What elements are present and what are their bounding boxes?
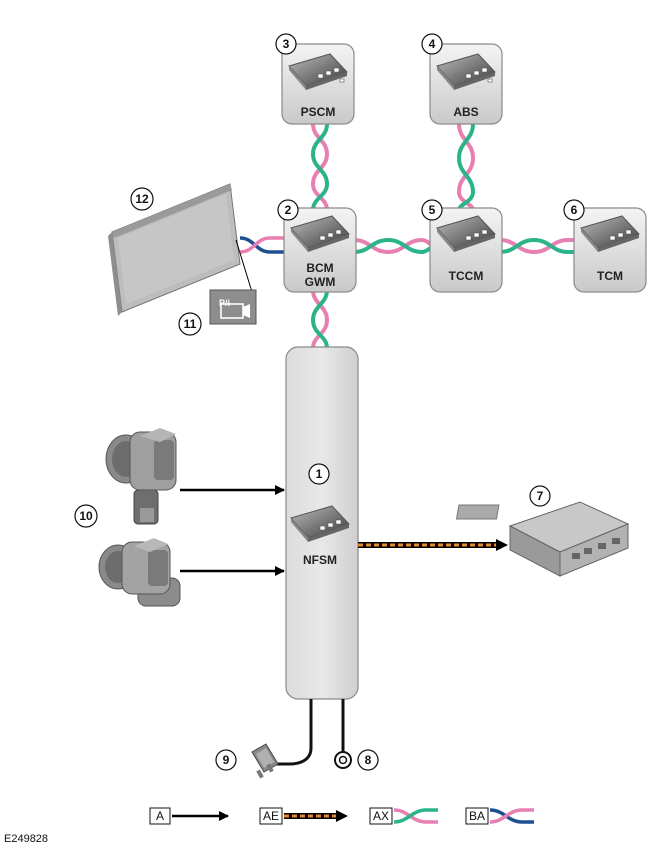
parking-glyph: P/i (219, 298, 230, 308)
wire-pscm-bcm (310, 123, 330, 211)
abs-module: ABS (429, 43, 503, 125)
touchscreen-display (108, 183, 241, 316)
wire-tccm-tcm (499, 237, 576, 255)
callout-12: 12 (130, 187, 154, 211)
callout-10: 10 (74, 504, 98, 528)
callout-1: 1 (308, 463, 330, 485)
bcm-gwm-module: BCM GWM (283, 207, 357, 293)
callout-9: 9 (215, 749, 237, 771)
svg-text:9: 9 (223, 753, 230, 767)
wire-abs-tccm (456, 123, 476, 211)
bcm-label: BCM (306, 261, 333, 275)
callout-7: 7 (529, 485, 551, 507)
legend-key-ae: AE (263, 809, 279, 823)
chip-icon (436, 53, 496, 90)
figure-id: E249828 (4, 833, 48, 845)
legend-item-a: A (149, 807, 229, 825)
callout-6: 6 (563, 199, 585, 221)
gwm-label: GWM (305, 275, 336, 289)
svg-text:12: 12 (135, 192, 149, 206)
legend-key-ba: BA (469, 809, 485, 823)
tcm-label: TCM (597, 269, 623, 283)
svg-text:2: 2 (285, 203, 292, 217)
svg-text:7: 7 (537, 489, 544, 503)
parking-sensor-rear (98, 538, 181, 607)
svg-text:3: 3 (283, 37, 290, 51)
tccm-label: TCCM (449, 269, 484, 283)
svg-text:4: 4 (429, 37, 436, 51)
tccm-module: TCCM (429, 207, 503, 293)
chip-icon (290, 215, 350, 252)
camera-switch: P/i (209, 289, 257, 325)
callout-8: 8 (357, 749, 379, 771)
wire-display-bcm (239, 236, 290, 254)
wire-bcm-nfsm (310, 289, 330, 349)
callout-5: 5 (421, 199, 443, 221)
chip-icon (290, 505, 350, 542)
leader-line (235, 239, 253, 293)
fuse-icon (251, 743, 279, 779)
svg-text:6: 6 (571, 203, 578, 217)
svg-text:1: 1 (316, 467, 323, 481)
legend: A AE AX BA (149, 807, 534, 825)
legend-key-ax: AX (373, 809, 389, 823)
svg-text:11: 11 (184, 317, 197, 331)
tcm-module: TCM (573, 207, 647, 293)
legend-key-a: A (156, 809, 164, 823)
chip-icon (288, 53, 348, 90)
chip-icon (580, 215, 640, 252)
svg-text:5: 5 (429, 203, 436, 217)
svg-text:8: 8 (365, 753, 372, 767)
nfsm-label: NFSM (303, 553, 337, 567)
wire-bcm-tccm (353, 237, 437, 255)
callout-2: 2 (277, 199, 299, 221)
svg-text:10: 10 (79, 509, 93, 523)
nfsm-to-rear-unit-link (358, 539, 508, 551)
callout-3: 3 (275, 33, 297, 55)
legend-item-ax: AX (369, 807, 438, 825)
abs-label: ABS (453, 105, 478, 119)
parking-sensor-front (105, 428, 177, 525)
legend-item-ba: BA (465, 807, 534, 825)
pscm-module: PSCM (281, 43, 355, 125)
legend-item-ae: AE (259, 807, 348, 825)
rear-control-unit (455, 501, 630, 577)
fuse-wire (270, 699, 313, 766)
chip-icon (436, 215, 496, 252)
callout-4: 4 (421, 33, 443, 55)
pscm-label: PSCM (301, 105, 336, 119)
callout-11: 11 (178, 312, 202, 336)
ground-connection (334, 751, 352, 769)
